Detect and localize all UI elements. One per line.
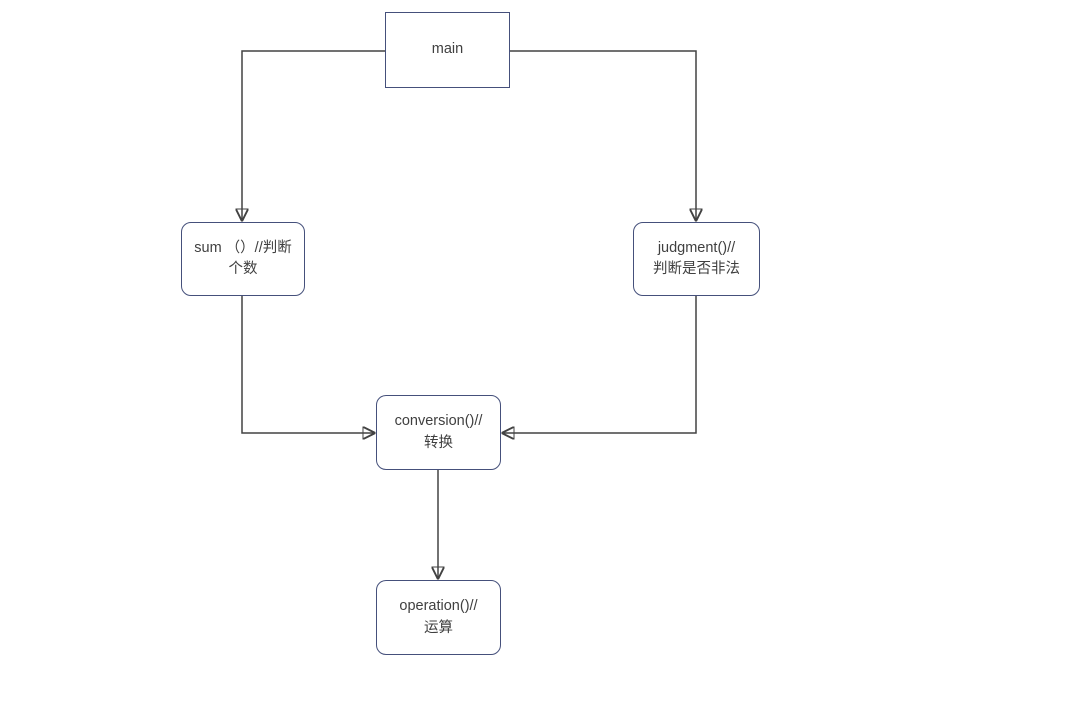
node-judgment-label: judgment()// [657,239,736,256]
node-operation-label-line2: 运算 [424,619,453,636]
node-main-label: main [431,41,464,58]
edge-judgment-to-conversion[interactable] [503,296,697,433]
node-conversion-label: conversion()// [394,413,483,430]
node-conversion[interactable]: conversion()// 转换 [376,395,501,470]
node-conversion-label-line2: 转换 [424,434,453,451]
node-sum-label-line2: 个数 [228,261,258,277]
node-sum-label: sum （）//判断 [194,239,292,256]
node-judgment[interactable]: judgment()// 判断是否非法 [633,222,760,296]
node-operation[interactable]: operation()// 运算 [376,580,501,655]
node-sum[interactable]: sum （）//判断 个数 [181,222,305,296]
node-operation-label: operation()// [399,598,478,615]
edge-main-to-judgment[interactable] [510,50,696,220]
edge-sum-to-conversion[interactable] [241,296,374,433]
node-main[interactable]: main [385,12,510,88]
edge-main-to-sum[interactable] [242,50,385,220]
node-judgment-label-line2: 判断是否非法 [653,261,740,277]
